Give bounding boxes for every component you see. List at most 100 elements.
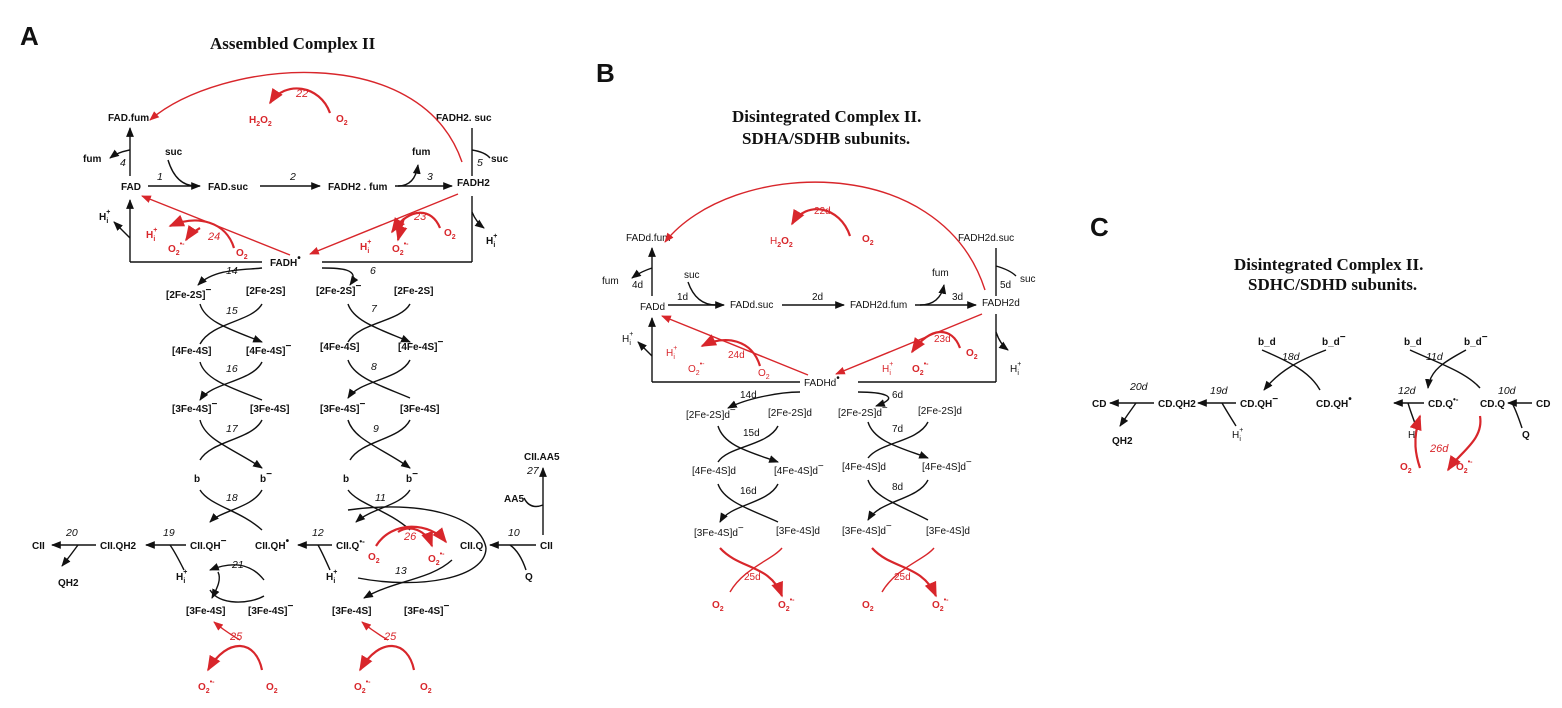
bottom-left-3fe4s-reduced: [3Fe-4S]− [248,601,293,617]
proton-left: H+i [99,209,110,225]
b-o2-25d-left: O2 [712,600,724,613]
superoxide-25-right: O2•- [354,679,371,695]
c-step-10d: 10d [1498,385,1517,397]
c-node-bd-reduced-left: b_d− [1322,332,1346,348]
b-right-2fe2s-reduced: [2Fe-2S]d− [838,403,888,419]
left-b-reduced: b− [260,469,272,485]
step-27: 27 [526,465,540,477]
node-fad-suc: FAD.suc [208,182,248,193]
node-fadh2-fum: FADH2 . fum [328,182,388,193]
c-step-26d: 26d [1429,443,1449,455]
b-step-14d: 14d [740,390,757,401]
c-step-18d: 18d [1282,351,1301,363]
panel-b: B Disintegrated Complex II. SDHA/SDHB su… [596,58,1036,613]
b-superoxide-23d: O2•- [912,361,929,377]
left-3fe4s-reduced: [3Fe-4S]− [172,399,217,415]
step-19: 19 [163,527,175,539]
b-label-suc-right: suc [1020,274,1036,285]
b-step-25d-right: 25d [894,572,911,583]
c-node-cd-qh-radical: CD.QH• [1316,394,1352,410]
b-superoxide-25d-left: O2•- [778,597,795,613]
step-5: 5 [477,157,483,169]
b-left-3fe4s: [3Fe-4S]d [776,526,820,537]
step-26: 26 [403,531,417,543]
b-step-16d: 16d [740,486,757,497]
b-step-3d: 3d [952,292,963,303]
o2-25-right: O2 [420,682,432,695]
bottom-right-3fe4s: [3Fe-4S] [332,606,371,617]
node-q: Q [525,572,533,583]
step-8: 8 [371,361,377,373]
b-right-3fe4s: [3Fe-4S]d [926,526,970,537]
b-step-2d: 2d [812,292,823,303]
node-cii-qh-anion: CII.QH− [190,536,227,552]
b-step-23d: 23d [934,334,951,345]
right-b: b [343,474,349,485]
b-node-fadd: FADd [640,302,665,313]
bottom-right-3fe4s-reduced: [3Fe-4S]− [404,601,449,617]
b-superoxide-24d: O2•- [688,361,705,377]
step-15: 15 [226,305,238,317]
c-step-11d: 11d [1426,351,1444,363]
b-right-4fe4s: [4Fe-4S]d [842,462,886,473]
c-node-cd-q-radical-anion: CD.Q•- [1428,395,1459,410]
panel-a: A Assembled Complex II FAD.fum FADH2. su… [20,21,560,695]
proton-right: H+i [486,233,497,249]
b-label-suc-left: suc [684,270,700,281]
b-o2-22d: O2 [862,234,874,247]
c-node-cd-qh2: CD.QH2 [1158,399,1196,410]
b-step-15d: 15d [743,428,760,439]
right-2fe2s: [2Fe-2S] [394,286,433,297]
b-right-3fe4s-reduced: [3Fe-4S]d− [842,521,892,537]
node-fad: FAD [121,182,141,193]
superoxide-24: O2•- [168,241,185,257]
c-node-cd-right: CD [1536,399,1550,410]
b-o2-25d-right: O2 [862,600,874,613]
step-13: 13 [395,565,407,577]
b-step-6d: 6d [892,390,903,401]
step-6: 6 [370,265,376,277]
node-fadh-radical: FADH• [270,253,301,269]
step-4: 4 [120,157,126,169]
node-fadh2: FADH2 [457,178,490,189]
panel-b-letter: B [596,58,615,88]
c-node-bd-right: b_d [1404,337,1422,348]
panel-b-title-line2: SDHA/SDHB subunits. [742,129,910,148]
right-4fe4s: [4Fe-4S] [320,342,359,353]
b-o2-23d: O2 [966,348,978,361]
panel-b-title-line1: Disintegrated Complex II. [732,107,921,126]
o2-24: O2 [236,248,248,261]
node-cii: CII [32,541,45,552]
b-proton-24d: H+i [666,345,677,361]
panel-a-title: Assembled Complex II [210,34,376,53]
b-left-2fe2s-reduced: [2Fe-2S]d− [686,405,736,421]
proton-23: H+i [360,239,371,255]
b-node-fadhd: FADHd• [804,373,840,389]
b-left-2fe2s: [2Fe-2S]d [768,408,812,419]
b-superoxide-25d-right: O2•- [932,597,949,613]
b-left-4fe4s-reduced: [4Fe-4S]d− [774,461,824,477]
step-20: 20 [65,527,78,539]
label-suc-left: suc [165,147,183,158]
step-3: 3 [427,171,433,183]
b-step-25d-left: 25d [744,572,761,583]
b-proton-right: H+i [1010,361,1021,377]
b-label-fum-left: fum [602,276,619,287]
step-16: 16 [226,363,238,375]
c-node-bd-left: b_d [1258,337,1276,348]
step-9: 9 [373,423,379,435]
b-step-4d: 4d [632,280,643,291]
b-proton-23d: H+i [882,361,893,377]
right-4fe4s-reduced: [4Fe-4S]− [398,337,443,353]
panel-c-title-line2: SDHC/SDHD subunits. [1248,275,1417,294]
c-node-bd-reduced-right: b_d− [1464,332,1488,348]
left-3fe4s: [3Fe-4S] [250,404,289,415]
o2-25-left: O2 [266,682,278,695]
node-cii-aa5: CII.AA5 [524,452,560,463]
step-1: 1 [157,171,163,183]
product-h2o2: H2O2 [249,115,272,128]
b-step-8d: 8d [892,482,903,493]
right-3fe4s-reduced: [3Fe-4S]− [320,399,365,415]
superoxide-26: O2•- [428,551,445,567]
